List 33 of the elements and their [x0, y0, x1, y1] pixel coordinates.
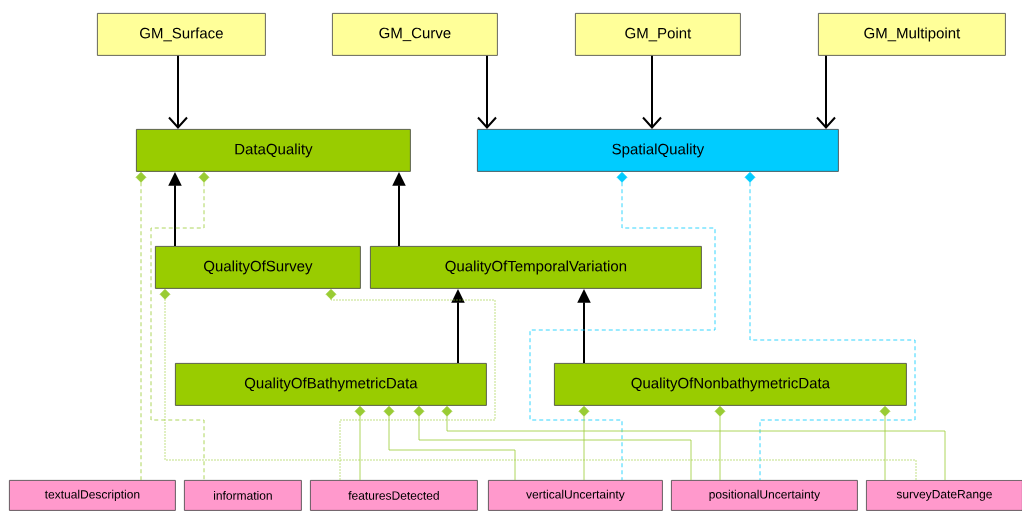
connector: [325, 288, 496, 481]
class-box: SpatialQuality: [477, 129, 839, 172]
arrow: [168, 54, 188, 129]
class-box: GM_Curve: [332, 13, 498, 56]
connector: [413, 405, 692, 481]
class-box: GM_Multipoint: [818, 13, 1006, 56]
connector: [744, 171, 916, 481]
connector: [135, 171, 147, 481]
attribute-box: surveyDateRange: [866, 480, 1022, 511]
attribute-box: information: [184, 480, 302, 511]
connector: [159, 288, 917, 481]
arrow: [816, 54, 836, 129]
connector: [879, 405, 891, 481]
attribute-box: verticalUncertainty: [488, 480, 663, 511]
connector: [441, 405, 946, 481]
class-box: QualityOfTemporalVariation: [370, 246, 702, 289]
connector: [150, 171, 210, 481]
arrow: [477, 54, 497, 129]
class-box: QualityOfBathymetricData: [175, 363, 487, 406]
class-box: GM_Point: [575, 13, 741, 56]
class-box: GM_Surface: [97, 13, 266, 56]
connector: [383, 405, 516, 481]
connector: [354, 405, 366, 481]
attribute-box: positionalUncertainty: [671, 480, 858, 511]
attribute-box: featuresDetected: [310, 480, 478, 511]
connector: [529, 171, 716, 481]
attribute-box: textualDescription: [9, 480, 176, 511]
arrow: [642, 54, 662, 129]
connector: [578, 405, 590, 481]
connector: [714, 405, 726, 481]
class-box: QualityOfNonbathymetricData: [554, 363, 907, 406]
class-box: QualityOfSurvey: [155, 246, 361, 289]
class-box: DataQuality: [136, 129, 411, 172]
